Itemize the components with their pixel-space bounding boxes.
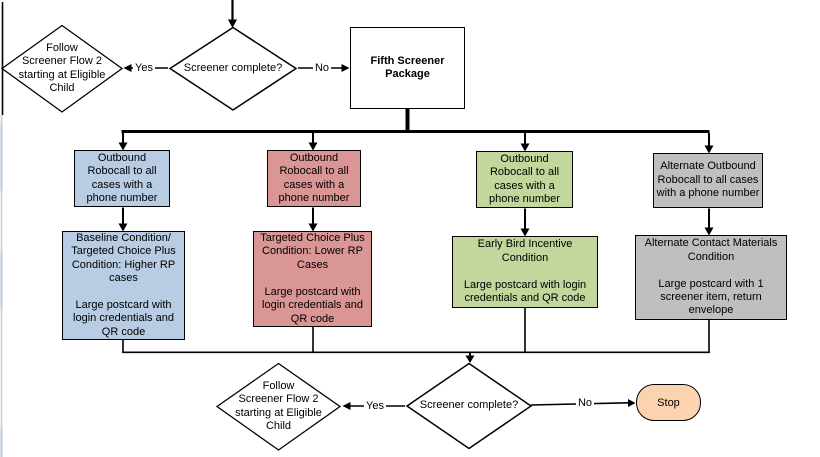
- condition-text-targeted-choice-plus: Targeted Choice Plus Condition: Lower RP…: [260, 232, 365, 325]
- robocall-text-baseline: Outbound Robocall to all cases with a ph…: [86, 151, 158, 204]
- fifth-screener-package-text: Fifth Screener Package: [370, 54, 445, 80]
- screener-complete-bottom-diamond: [405, 362, 533, 450]
- condition-box-baseline: Baseline Condition/ Targeted Choice Plus…: [62, 231, 185, 340]
- condition-box-early-bird: Early Bird Incentive Condition Large pos…: [452, 236, 598, 308]
- entry-arrow: [228, 0, 237, 28]
- stop-terminator: Stop: [636, 384, 701, 421]
- robocall-to-condition-arrows: [118, 207, 714, 237]
- no-label-bottom: No: [575, 396, 595, 409]
- no-label-top: No: [312, 61, 332, 74]
- condition-box-alternate-contact: Alternate Contact Materials Condition La…: [635, 235, 787, 320]
- condition-text-alternate-contact: Alternate Contact Materials Condition La…: [644, 237, 778, 317]
- robocall-box-alternate-contact: Alternate Outbound Robocall to all cases…: [653, 153, 763, 208]
- stop-text: Stop: [657, 396, 680, 409]
- condition-text-early-bird: Early Bird Incentive Condition Large pos…: [463, 238, 587, 305]
- follow-flow2-bottom-diamond: [215, 362, 342, 451]
- robocall-text-early-bird: Outbound Robocall to all cases with a ph…: [489, 152, 560, 205]
- robocall-text-alternate-contact: Alternate Outbound Robocall to all cases…: [656, 160, 760, 200]
- condition-text-baseline: Baseline Condition/ Targeted Choice Plus…: [71, 231, 176, 338]
- yes-label-top: Yes: [133, 61, 155, 74]
- robocall-text-targeted-choice-plus: Outbound Robocall to all cases with a ph…: [278, 151, 350, 204]
- fifth-screener-package-box: Fifth Screener Package: [350, 27, 465, 109]
- robocall-box-baseline: Outbound Robocall to all cases with a ph…: [74, 150, 170, 207]
- yes-label-bottom: Yes: [364, 399, 386, 412]
- follow-flow2-top-diamond: [0, 24, 124, 113]
- screener-complete-top-diamond: [168, 26, 298, 111]
- distribution-connector: [118, 109, 714, 154]
- robocall-box-targeted-choice-plus: Outbound Robocall to all cases with a ph…: [267, 150, 361, 207]
- robocall-box-early-bird: Outbound Robocall to all cases with a ph…: [476, 151, 573, 208]
- page-edge: [0, 2, 4, 457]
- condition-box-targeted-choice-plus: Targeted Choice Plus Condition: Lower RP…: [253, 231, 372, 327]
- collector-connector: [122, 308, 710, 363]
